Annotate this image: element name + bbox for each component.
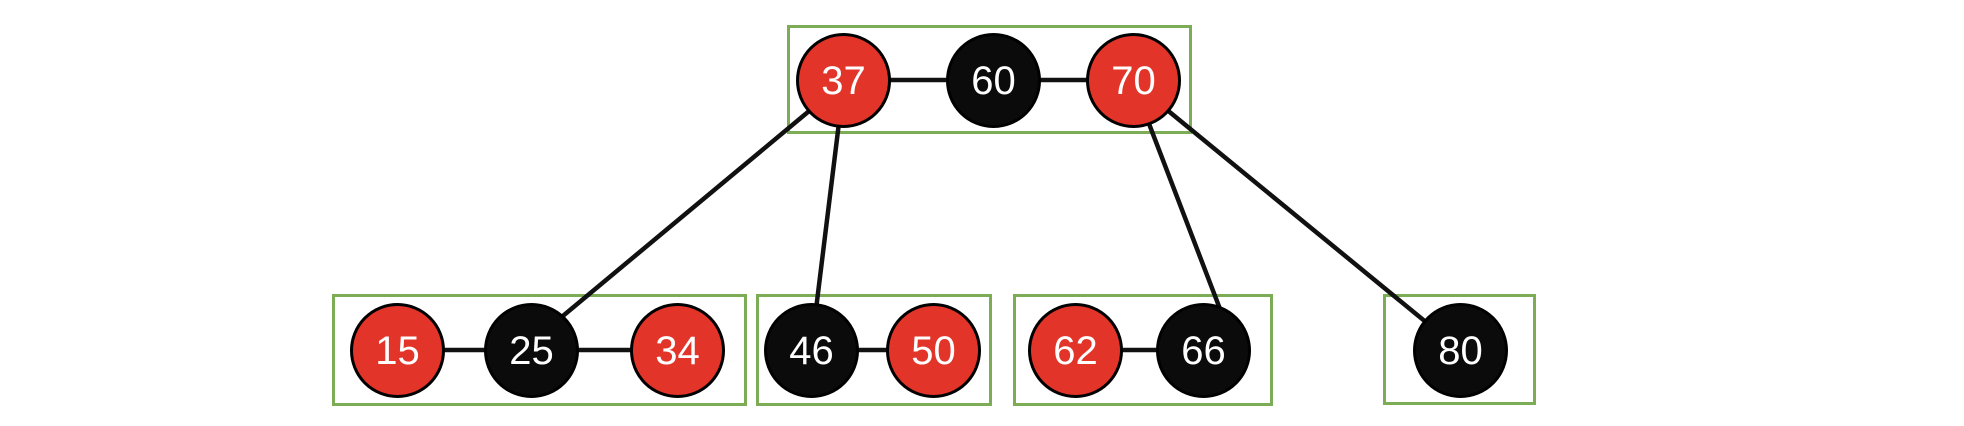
tree-node-25: 25 <box>484 303 579 398</box>
node-label: 70 <box>1111 58 1156 103</box>
tree-node-80: 80 <box>1413 303 1508 398</box>
node-label: 80 <box>1438 328 1483 373</box>
tree-node-60: 60 <box>946 33 1041 128</box>
node-label: 60 <box>971 58 1016 103</box>
node-label: 50 <box>911 328 956 373</box>
node-label: 25 <box>509 328 554 373</box>
node-label: 37 <box>821 58 866 103</box>
tree-node-50: 50 <box>886 303 981 398</box>
node-label: 46 <box>789 328 834 373</box>
tree-node-70: 70 <box>1086 33 1181 128</box>
node-label: 15 <box>375 328 420 373</box>
tree-node-37: 37 <box>796 33 891 128</box>
tree-node-66: 66 <box>1156 303 1251 398</box>
tree-node-62: 62 <box>1028 303 1123 398</box>
node-group-root <box>787 25 1192 134</box>
node-label: 34 <box>655 328 700 373</box>
node-label: 62 <box>1053 328 1098 373</box>
node-label: 66 <box>1181 328 1226 373</box>
tree-node-46: 46 <box>764 303 859 398</box>
node-group-leaf-2 <box>756 294 992 406</box>
tree-node-34: 34 <box>630 303 725 398</box>
tree-node-15: 15 <box>350 303 445 398</box>
